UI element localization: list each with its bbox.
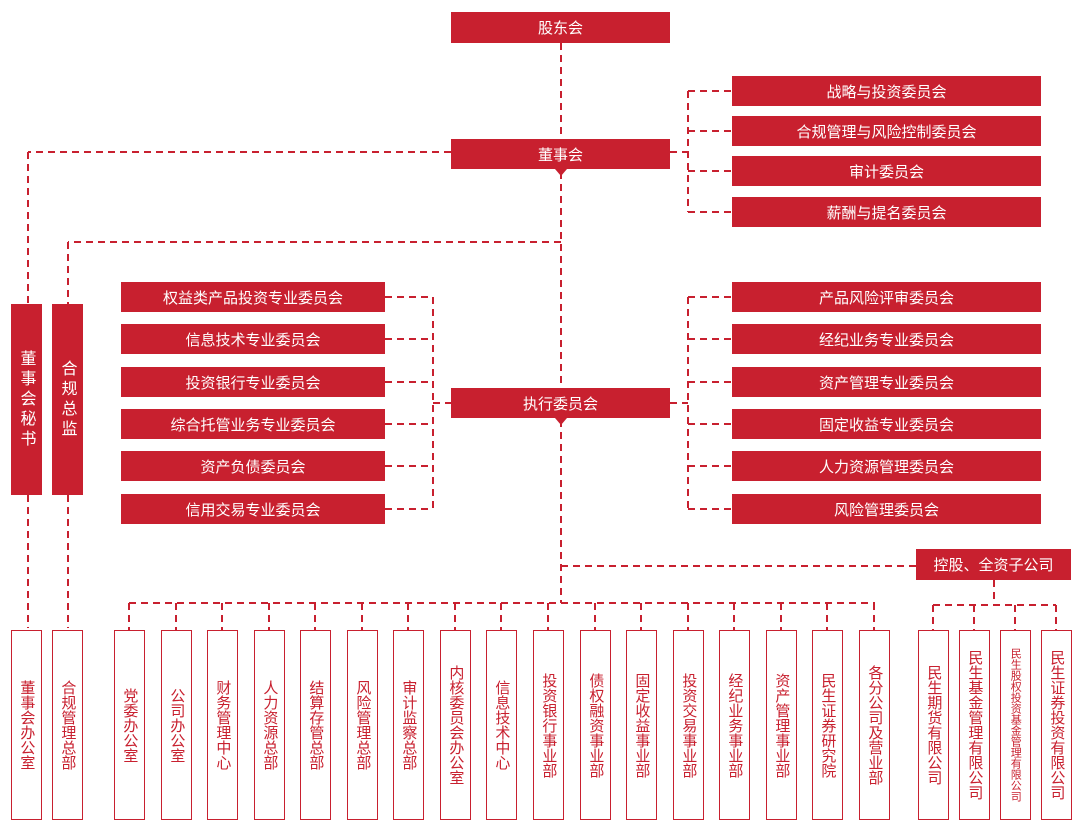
department-box: 信息技术中心 (486, 630, 517, 820)
department-box: 固定收益事业部 (626, 630, 657, 820)
side-office-box: 董事会办公室 (11, 630, 42, 820)
shareholders-box: 股东会 (451, 12, 670, 43)
exec-committee-left: 综合托管业务专业委员会 (121, 409, 385, 439)
exec-committee-right: 人力资源管理委员会 (732, 451, 1041, 481)
side-office-box: 合规管理总部 (52, 630, 83, 820)
exec-committee-left: 信用交易专业委员会 (121, 494, 385, 524)
board-committee: 合规管理与风险控制委员会 (732, 116, 1041, 146)
board-box: 董事会 (451, 139, 670, 169)
department-box: 党委办公室 (114, 630, 145, 820)
board-committee: 薪酬与提名委员会 (732, 197, 1041, 227)
subsidiary-box: 民生基金管理有限公司 (959, 630, 990, 820)
board-committee: 战略与投资委员会 (732, 76, 1041, 106)
board-committee: 审计委员会 (732, 156, 1041, 186)
subsidiaries-header-box: 控股、全资子公司 (916, 549, 1071, 580)
department-box: 民生证券研究院 (812, 630, 843, 820)
department-box: 公司办公室 (161, 630, 192, 820)
department-box: 内核委员会办公室 (440, 630, 471, 820)
exec-committee-right: 资产管理专业委员会 (732, 367, 1041, 397)
exec-committee-right: 风险管理委员会 (732, 494, 1041, 524)
department-box: 结算存管总部 (300, 630, 331, 820)
executive-pointer-icon (555, 418, 567, 425)
exec-committee-right: 固定收益专业委员会 (732, 409, 1041, 439)
department-box: 人力资源总部 (254, 630, 285, 820)
exec-committee-left: 投资银行专业委员会 (121, 367, 385, 397)
exec-committee-right: 经纪业务专业委员会 (732, 324, 1041, 354)
department-box: 债权融资事业部 (580, 630, 611, 820)
board-pointer-icon (555, 169, 567, 176)
subsidiary-box: 民生期货有限公司 (918, 630, 949, 820)
department-box: 各分公司及营业部 (859, 630, 890, 820)
compliance-director-box: 合规总监 (52, 304, 83, 495)
department-box: 审计监察总部 (393, 630, 424, 820)
exec-committee-left: 信息技术专业委员会 (121, 324, 385, 354)
department-box: 风险管理总部 (347, 630, 378, 820)
exec-committee-left: 资产负债委员会 (121, 451, 385, 481)
executive-committee-box: 执行委员会 (451, 388, 670, 418)
exec-committee-right: 产品风险评审委员会 (732, 282, 1041, 312)
department-box: 投资交易事业部 (673, 630, 704, 820)
department-box: 财务管理中心 (207, 630, 238, 820)
department-box: 经纪业务事业部 (719, 630, 750, 820)
subsidiary-box: 民生证券投资有限公司 (1041, 630, 1072, 820)
department-box: 投资银行事业部 (533, 630, 564, 820)
subsidiary-box: 民生股权投资基金管理有限公司 (1000, 630, 1031, 820)
department-box: 资产管理事业部 (766, 630, 797, 820)
exec-committee-left: 权益类产品投资专业委员会 (121, 282, 385, 312)
board-secretary-box: 董事会秘书 (11, 304, 42, 495)
